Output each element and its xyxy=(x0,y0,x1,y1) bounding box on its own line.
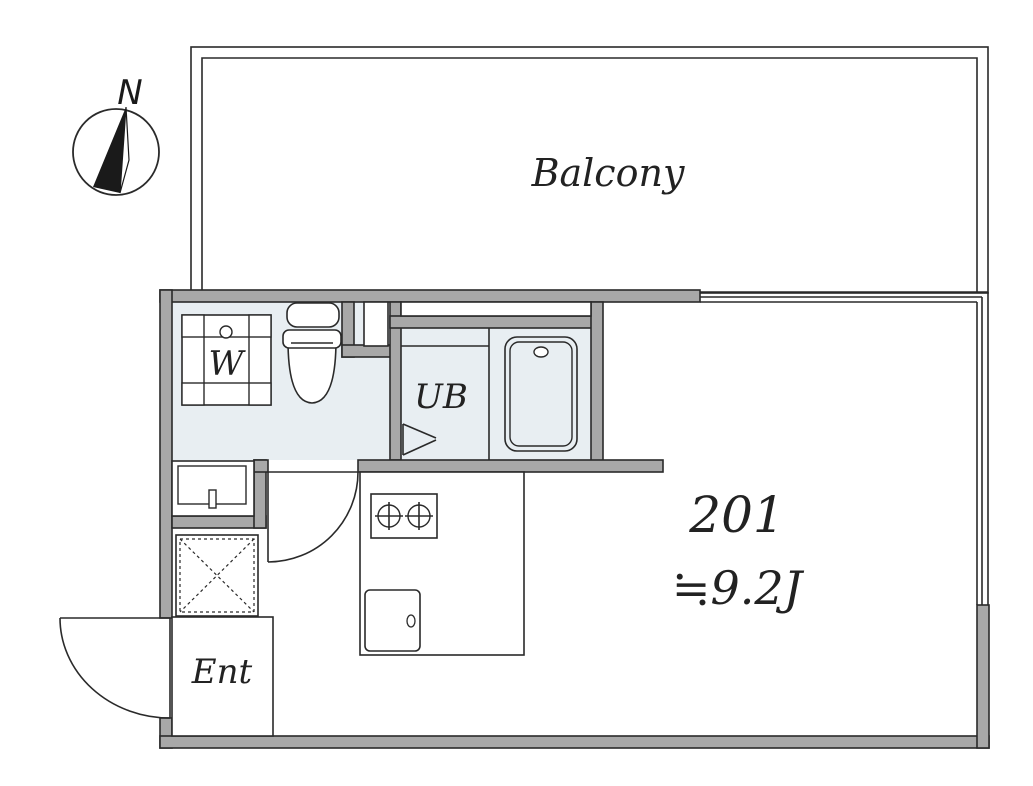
drain-icon xyxy=(219,325,233,339)
shoe-cabinet xyxy=(175,534,259,617)
washing-machine-space: W xyxy=(181,314,272,406)
unit-area: ≒9.2J xyxy=(672,561,805,615)
pipe-shaft xyxy=(363,301,389,347)
wall-ub-right xyxy=(590,301,604,471)
wall-right xyxy=(976,604,990,749)
wash-basin-icon xyxy=(171,460,255,517)
north-arrow-icon xyxy=(93,106,130,194)
entrance-label: Ent xyxy=(191,652,253,692)
entrance: Ent xyxy=(59,616,274,737)
balcony-inner-rail xyxy=(201,57,978,292)
toilet-icon xyxy=(282,302,342,404)
wall-entry-stub xyxy=(253,459,269,473)
stove-icon xyxy=(370,493,438,539)
unit-bath: UB xyxy=(401,328,578,460)
wall-washroom-bottom xyxy=(171,515,267,529)
window xyxy=(700,291,989,605)
entrance-door xyxy=(59,617,171,719)
washer-label: W xyxy=(209,344,247,384)
balcony-label: Balcony xyxy=(531,151,685,195)
bathtub-icon xyxy=(504,336,578,452)
wall-bottom xyxy=(159,735,990,749)
north-label: N xyxy=(117,73,142,113)
wall-left xyxy=(159,289,173,619)
bath-door-icon xyxy=(402,423,437,456)
wall-ub-top xyxy=(389,315,603,329)
entrance-step xyxy=(171,616,274,737)
compass: N xyxy=(72,73,160,196)
kitchen xyxy=(359,471,525,656)
wall-top-left xyxy=(159,289,701,303)
balcony: Balcony xyxy=(190,46,989,294)
unit-number: 201 xyxy=(688,486,784,544)
upper-shelf xyxy=(400,301,592,317)
interior-walls xyxy=(171,301,664,529)
unit-bath-label: UB xyxy=(414,377,468,417)
washroom-door xyxy=(267,471,359,563)
kitchen-sink-icon xyxy=(364,589,421,652)
wall-ub-bottom xyxy=(357,459,664,473)
